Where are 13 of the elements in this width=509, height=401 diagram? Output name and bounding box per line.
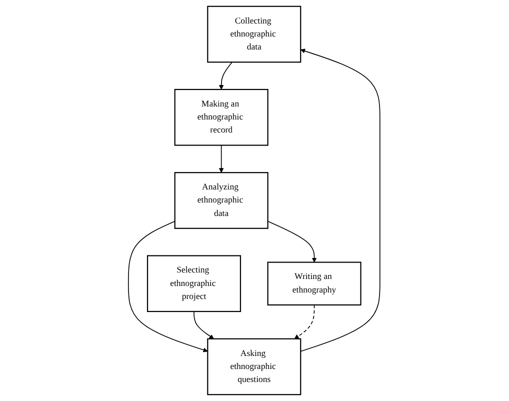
node-box: Selecting ethnographic project [147,255,242,312]
arrow [268,220,318,262]
arrow [219,144,224,173]
node-box: Writing an ethnography [268,262,362,306]
node-box: Making an ethnographic record [174,88,269,146]
arrow [128,220,208,352]
arrow [194,311,214,340]
arrow [300,48,381,352]
arrow [219,62,233,90]
node-box: Collecting ethnographic data [207,6,302,63]
arrow [294,304,316,340]
node-box: Asking ethnographic questions [207,338,302,396]
node-box: Analyzing ethnographic data [174,172,269,229]
